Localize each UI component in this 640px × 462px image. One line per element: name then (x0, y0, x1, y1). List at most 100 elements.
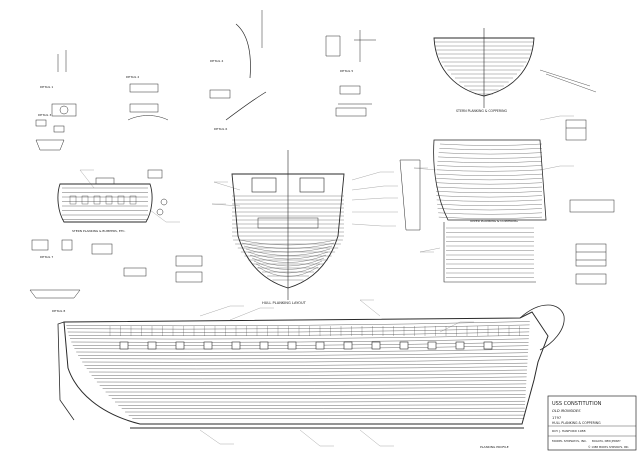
hull-strake (86, 366, 528, 370)
gunport (147, 341, 157, 350)
bow-planking-label: UPPER PLANKING & COPPERING (470, 219, 518, 223)
bow-plank (437, 208, 543, 211)
gunport (175, 341, 185, 350)
section-curve (245, 248, 331, 256)
leader-line (199, 429, 221, 445)
hull-strake (89, 369, 528, 373)
hull-strake (66, 324, 530, 330)
bow-plank (439, 143, 543, 146)
annotation-leaders (79, 115, 574, 447)
leader-line (539, 165, 561, 171)
hull-strake (121, 407, 525, 409)
hull-strake (102, 387, 527, 390)
section-curve (241, 242, 335, 249)
hull-strake (71, 338, 529, 343)
transom-window (129, 195, 137, 205)
gunport (231, 341, 241, 350)
hull-strake (78, 352, 529, 356)
bow-plank (437, 204, 543, 206)
bow-plank (438, 152, 543, 155)
detail-label: DETAIL 2 (126, 75, 139, 79)
detail-label: DETAIL 5 (340, 69, 353, 73)
leader-line (229, 307, 261, 321)
transom-window (81, 195, 89, 205)
hull-strake (111, 397, 526, 399)
bow-plank (436, 178, 543, 181)
bow-plank (438, 156, 543, 159)
section-curve (243, 245, 333, 253)
leader-line (351, 223, 383, 227)
bow-plank (436, 191, 543, 193)
transom-window (105, 195, 113, 205)
hull-strake (80, 355, 528, 360)
gunport (259, 341, 269, 350)
stern-view (433, 28, 597, 108)
leader-line (359, 299, 381, 317)
gunport (483, 341, 493, 350)
leader-line (351, 185, 385, 191)
bow-plank (436, 182, 543, 185)
bow-plank (436, 186, 543, 189)
bow-plank (436, 173, 543, 176)
gunport (371, 341, 381, 350)
leader-line (211, 203, 241, 207)
leader-line (213, 181, 241, 191)
leader-line (351, 171, 381, 181)
hull-strake (108, 394, 526, 396)
leader-line (299, 429, 321, 447)
bow-plank (437, 161, 543, 163)
bow-plank (439, 148, 543, 150)
bow-plank (437, 165, 543, 168)
leader-line (539, 115, 561, 121)
stern-planking-label: STERN PLANKING & COPPERING (456, 109, 507, 113)
bow-planking-view (433, 139, 547, 283)
hull-profile (57, 304, 565, 429)
bow-plank (438, 216, 543, 219)
bow-plank (436, 169, 543, 172)
bow-plank (436, 199, 543, 202)
hull-strake (69, 335, 530, 340)
leader-line (359, 429, 381, 447)
section-curve (251, 257, 325, 267)
bow-plank (436, 195, 543, 198)
leader-line (199, 305, 231, 317)
gunport (455, 341, 465, 350)
section-curve (255, 263, 321, 274)
detail-label: DETAIL 6 (214, 127, 227, 131)
title-sheet-title: HULL PLANKING & COPPERING (552, 421, 601, 425)
plank-profile-label: PLANKING PROFILE (480, 445, 509, 449)
leader-line (419, 247, 441, 253)
hull-strake (74, 345, 529, 350)
transom-window (93, 195, 101, 205)
transom-window (117, 195, 125, 205)
gunport (427, 341, 437, 350)
title-drawn-by: ROY J. HANFORD 1988 (552, 429, 586, 433)
gunport (119, 341, 129, 350)
title-year: 1797 (552, 416, 561, 420)
detail-label: DETAIL 4 (210, 59, 223, 63)
leader-line (149, 209, 167, 223)
hull-strake (84, 362, 528, 366)
bow-plank (438, 212, 543, 215)
title-address: BOGOTA, NEW JERSEY (592, 439, 621, 443)
hull-planking-label: HULL PLANKING LAYOUT (262, 301, 307, 305)
section-curve (249, 254, 327, 263)
leader-line (79, 169, 95, 189)
section-curve (253, 260, 323, 270)
detail-label: DETAIL 3 (38, 113, 51, 117)
small-details (29, 10, 615, 299)
hull-strake (99, 383, 527, 386)
section-curve (239, 239, 337, 246)
hull-strake (96, 380, 527, 383)
title-ship: USS CONSTITUTION (552, 401, 602, 407)
title-nickname: OLD IRONSIDES (552, 409, 581, 413)
hull-strake (82, 359, 528, 363)
detail-label: DETAIL 7 (40, 255, 53, 259)
stern-transom-label: STERN PLANKING & BUMPERS, ETC. (72, 229, 126, 233)
section-curve (257, 266, 319, 277)
hull-strake (94, 376, 527, 380)
midship-section (231, 150, 345, 300)
